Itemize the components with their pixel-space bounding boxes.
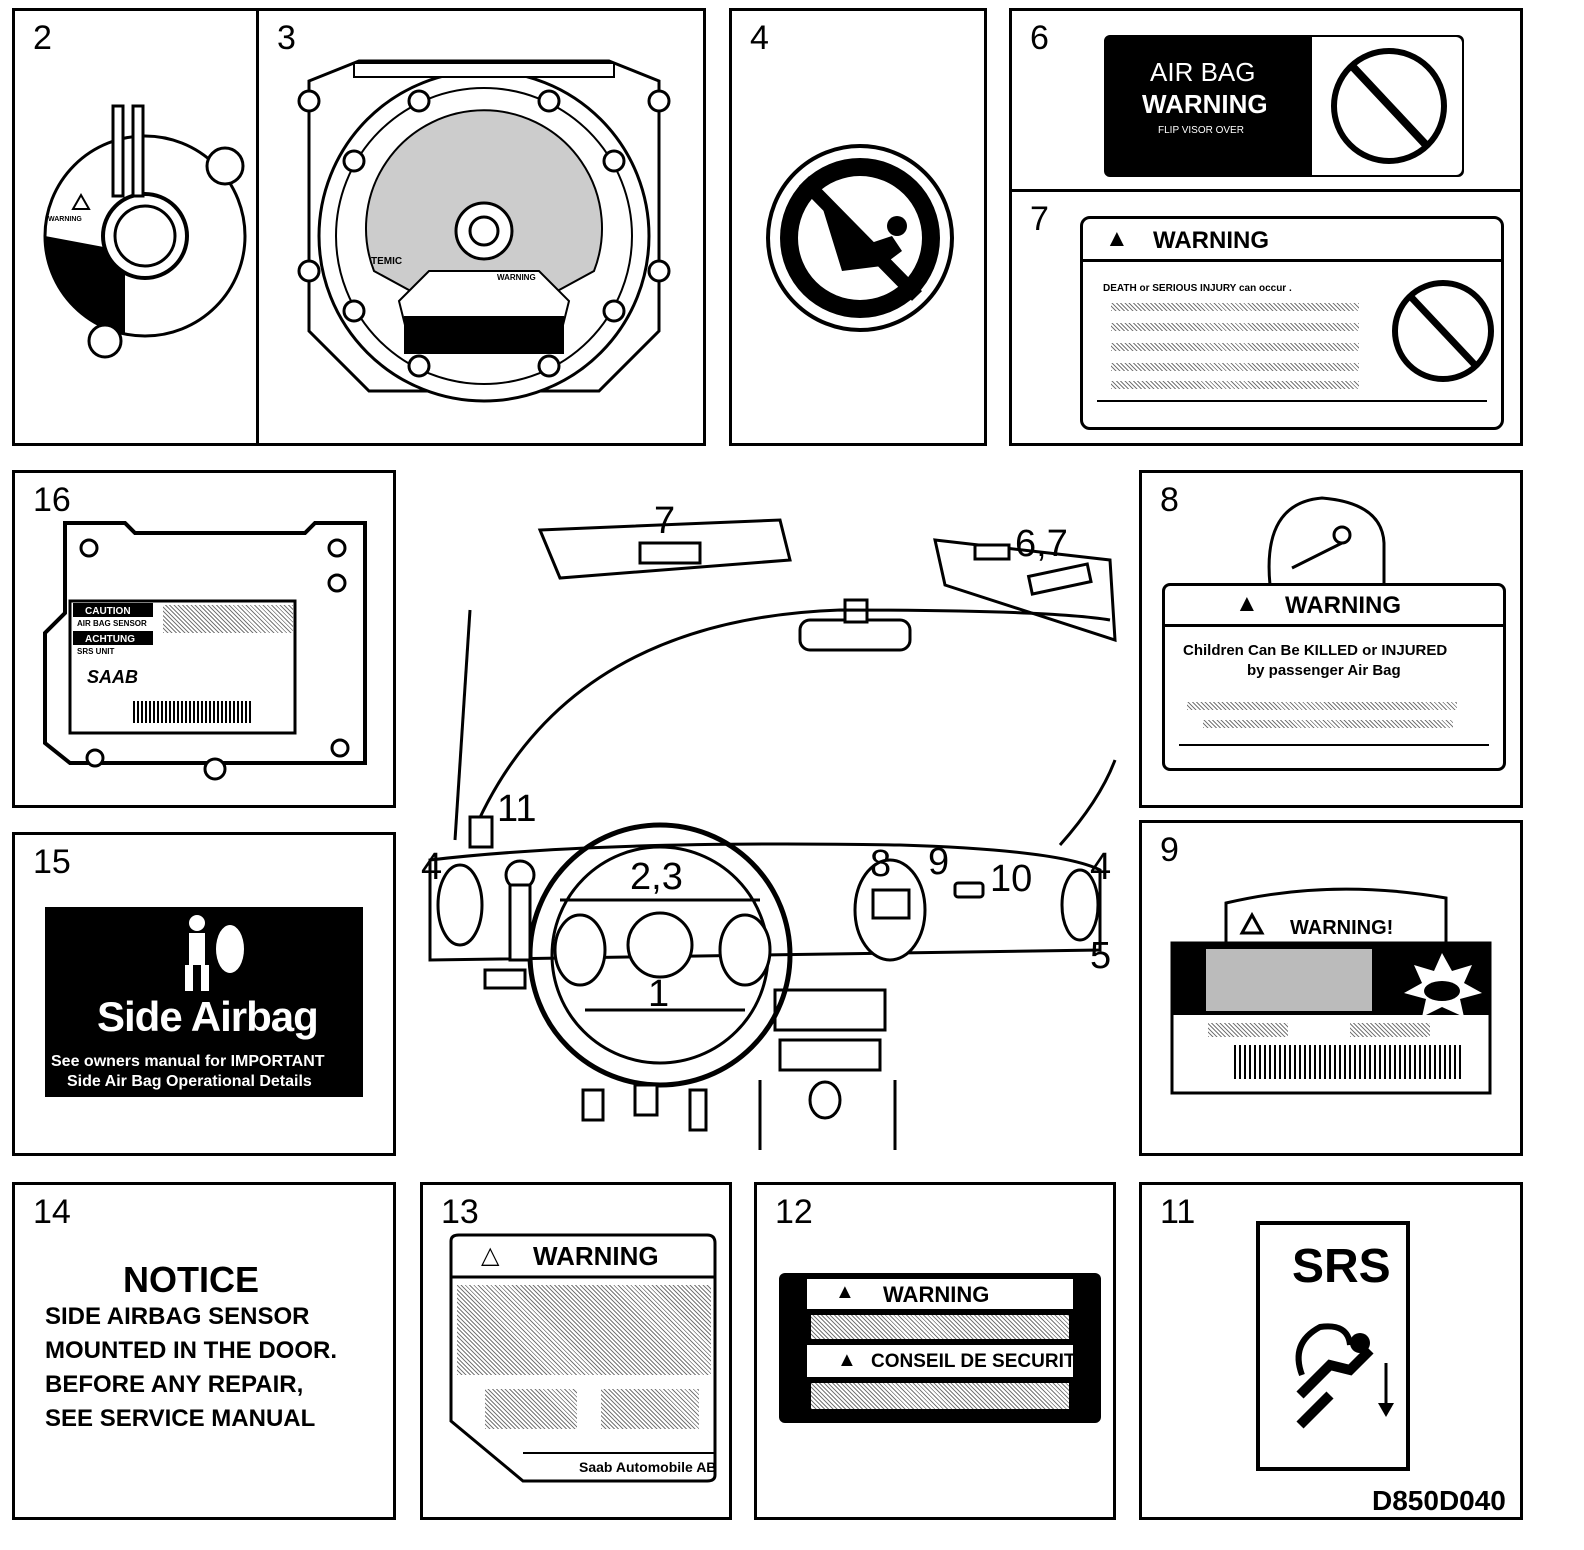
panel-9: 9 WARNING! [1139, 820, 1523, 1156]
saab-logo-text: SAAB [87, 667, 139, 687]
center-callout-10: 10 [990, 858, 1033, 900]
panel-number: 15 [33, 843, 71, 881]
hang-tag-line1: Children Can Be KILLED or INJURED [1183, 642, 1448, 659]
occupant-airbag-icon [185, 915, 244, 991]
center-callout-6-7: 6,7 [1015, 523, 1068, 565]
barcode [133, 701, 253, 723]
notice-line1: SIDE AIRBAG SENSOR [45, 1303, 310, 1330]
warning-triangle-icon: ▲ [835, 1281, 855, 1303]
panel-12: 12 ▲ WARNING ▲ CONSEIL DE SECURITE [754, 1182, 1116, 1520]
panel-4: 4 [729, 8, 987, 446]
warning-label-footer: Saab Automobile AB [579, 1459, 717, 1475]
hang-tag-outline [1267, 496, 1386, 586]
panel-number: 12 [775, 1193, 813, 1231]
clockspring-warning-text: WARNING [48, 216, 82, 223]
panel-13: 13 △ WARNING Saab Automobile AB [420, 1182, 732, 1520]
warning-triangle-icon: ▲ [1105, 225, 1129, 252]
center-callout-9: 9 [928, 841, 950, 883]
center-callout-8: 8 [870, 843, 892, 885]
srs-control-unit-illustration [43, 521, 367, 781]
visor-warning-lead: DEATH or SERIOUS INJURY can occur . [1103, 283, 1292, 294]
visor-warning-label: ▲ WARNING DEATH or SERIOUS INJURY can oc… [1080, 216, 1504, 430]
hang-tag-line2: by passenger Air Bag [1247, 662, 1401, 679]
warning-label-title: WARNING [883, 1282, 990, 1307]
hang-tag-label: ▲ WARNING Children Can Be KILLED or INJU… [1162, 583, 1506, 771]
center-callout-4-right: 4 [1090, 846, 1112, 888]
warning-label-title-fr: CONSEIL DE SECURITE [871, 1351, 1089, 1372]
srs-label: SRS [1256, 1221, 1410, 1471]
warning-triangle-icon: △ [481, 1242, 500, 1269]
hang-tag-title: WARNING [1285, 592, 1401, 619]
side-airbag-title: Side Airbag [97, 993, 319, 1040]
side-airbag-label: Side Airbag See owners manual for IMPORT… [45, 907, 363, 1097]
airbag-module-illustration [297, 59, 671, 403]
warning-label-title: WARNING [533, 1241, 659, 1271]
notice-line4: SEE SERVICE MANUAL [45, 1405, 316, 1432]
panel-number: 6 [1030, 19, 1049, 57]
visor-label-title: WARNING! [1290, 917, 1394, 939]
panel-number: 3 [277, 19, 296, 57]
panel-number: 2 [33, 19, 52, 57]
warning-triangle-icon: ▲ [837, 1349, 857, 1371]
center-callout-1: 1 [648, 973, 670, 1015]
panel-number: 4 [750, 19, 769, 57]
barcode [1234, 1045, 1462, 1079]
visor-label-line2: WARNING [1142, 89, 1268, 119]
no-child-seat-icon [1097, 280, 1494, 402]
panel-6: 6 AIR BAG WARNING FLIP VISOR OVER [1009, 8, 1523, 192]
airbag-occupant-icon [1295, 1323, 1394, 1429]
notice-line2: MOUNTED IN THE DOOR. [45, 1337, 337, 1364]
panel-number: 8 [1160, 481, 1179, 519]
panel-14: 14 NOTICE SIDE AIRBAG SENSOR MOUNTED IN … [12, 1182, 396, 1520]
module-warning-text: WARNING [497, 273, 536, 282]
achtung-subtext: SRS UNIT [77, 647, 115, 656]
no-child-seat-icon [1331, 48, 1447, 164]
panel-number: 7 [1030, 200, 1049, 238]
panel-2: 2 WARNING [12, 8, 259, 446]
visor-label-line1: AIR BAG [1150, 57, 1256, 87]
center-callout-7: 7 [654, 500, 676, 542]
panel-16: 16 CAUTION AIR BAG SENSOR ACHTUNG SRS UN… [12, 470, 396, 808]
panel-15: 15 Side Airbag See owners manual for IMP… [12, 832, 396, 1156]
center-callout-11: 11 [497, 788, 537, 830]
airbag-warning-visor-label: AIR BAG WARNING FLIP VISOR OVER [1104, 35, 1464, 177]
panel-3: 3 TEMIC WARNING [256, 8, 706, 446]
panel-number: 11 [1160, 1193, 1196, 1231]
caution-subtext: AIR BAG SENSOR [77, 619, 147, 628]
center-callout-2-3: 2,3 [630, 856, 683, 898]
visor-warning-title: WARNING [1153, 227, 1269, 254]
panel-11: 11 SRS D850D040 [1139, 1182, 1523, 1520]
visor-label-sub: FLIP VISOR OVER [1158, 125, 1244, 136]
notice-line3: BEFORE ANY REPAIR, [45, 1371, 304, 1398]
srs-label-title: SRS [1292, 1240, 1391, 1293]
no-child-seat-symbol [766, 144, 954, 332]
sun-visor-label-illustration [1170, 887, 1492, 1095]
panel-7: 7 ▲ WARNING DEATH or SERIOUS INJURY can … [1009, 189, 1523, 446]
panel-number: 16 [33, 481, 71, 519]
panel-number: 13 [441, 1193, 479, 1231]
panel-8: 8 ▲ WARNING Children Can Be KILLED or IN… [1139, 470, 1523, 808]
bilingual-warning-label: ▲ WARNING ▲ CONSEIL DE SECURITE [779, 1273, 1101, 1423]
panel-number: 9 [1160, 831, 1179, 869]
center-callout-4-left: 4 [421, 846, 443, 888]
figure-code: D850D040 [1372, 1485, 1506, 1516]
module-brand-text: TEMIC [371, 256, 403, 267]
caution-text: CAUTION [85, 606, 131, 617]
achtung-text: ACHTUNG [85, 634, 135, 645]
panel-number: 14 [33, 1193, 71, 1231]
notice-title: NOTICE [123, 1259, 260, 1300]
center-callout-5: 5 [1090, 935, 1112, 977]
side-airbag-line1: See owners manual for IMPORTANT [51, 1053, 325, 1070]
side-airbag-line2: Side Air Bag Operational Details [67, 1073, 312, 1090]
clockspring-illustration [43, 104, 247, 359]
warning-triangle-icon: ▲ [1235, 590, 1259, 617]
